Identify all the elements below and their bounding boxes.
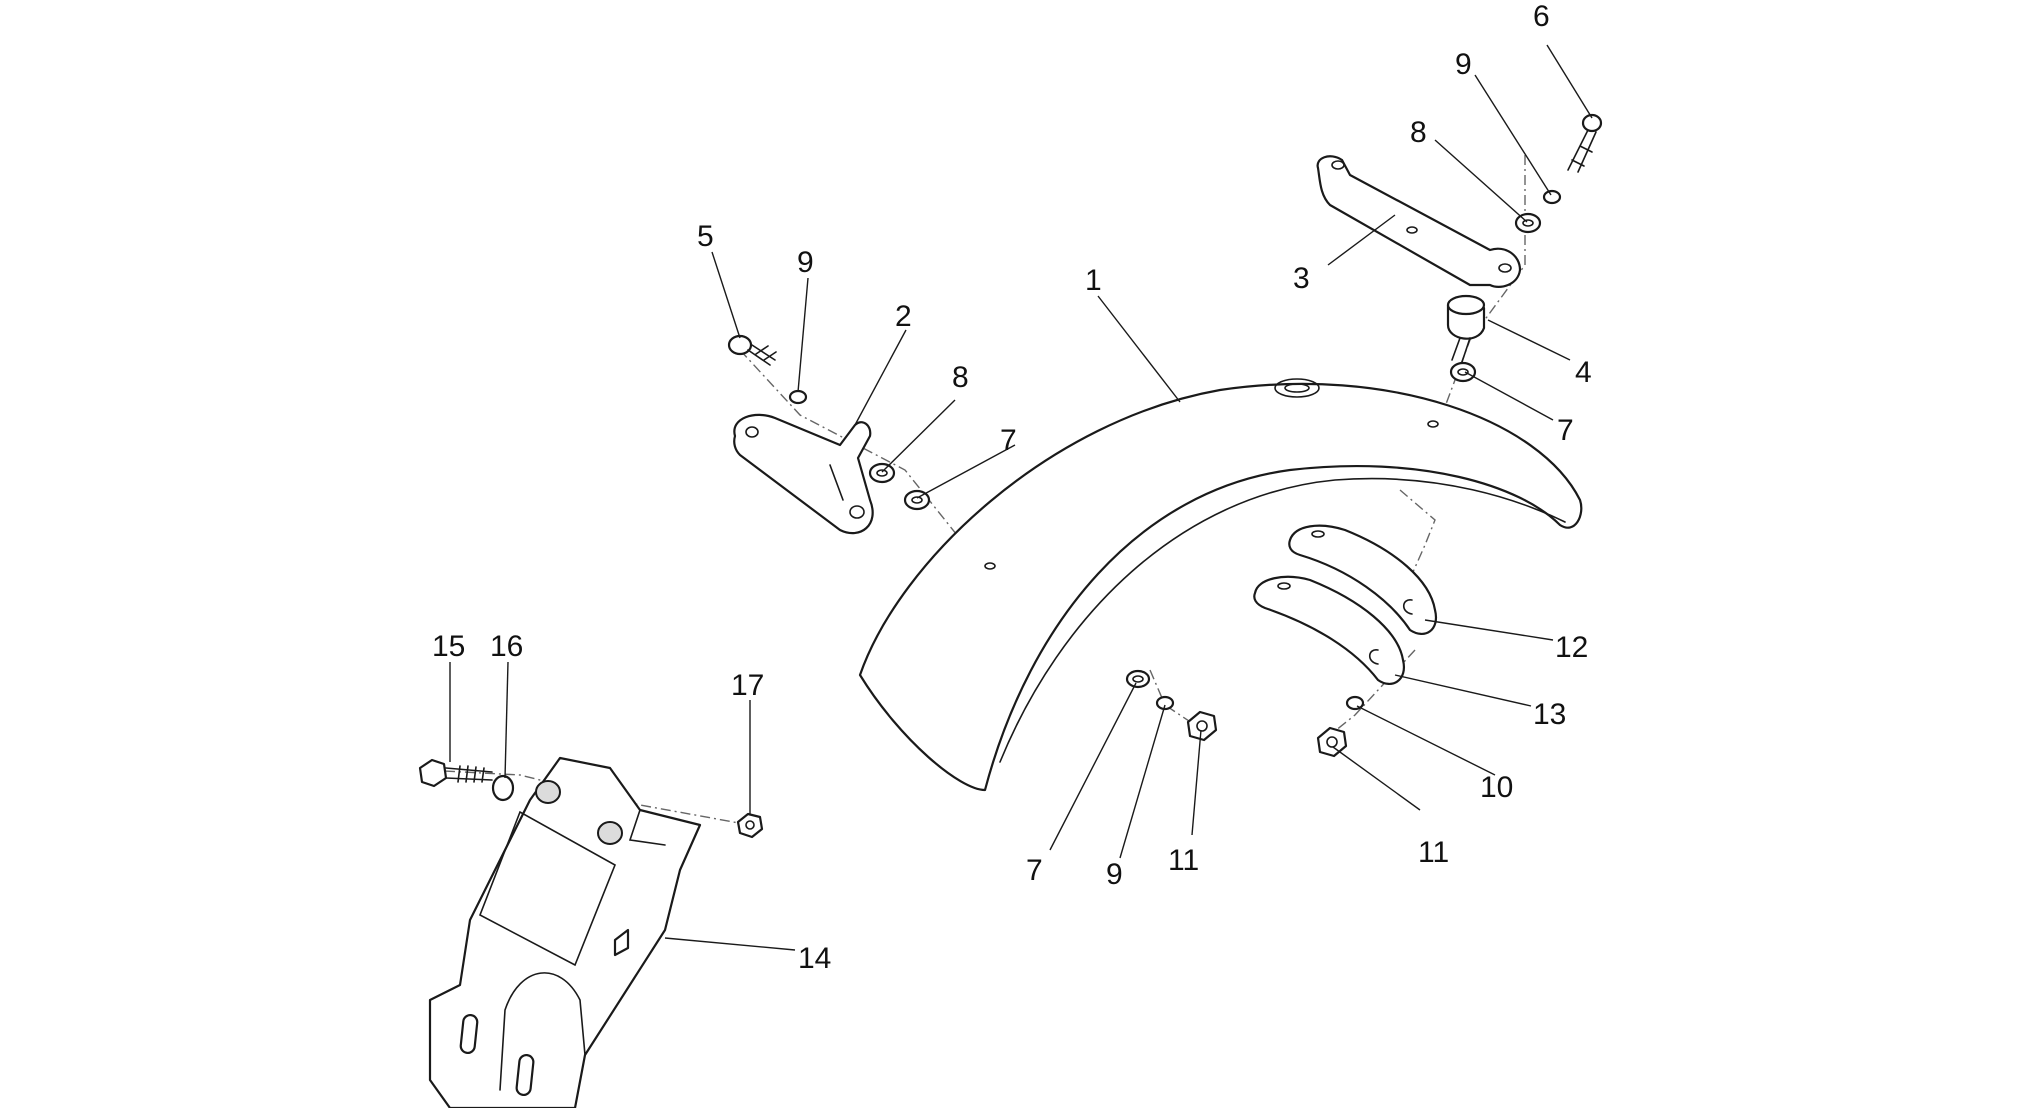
callout-7-right: 7 [1557, 414, 1574, 447]
rubber-spacer [1446, 294, 1486, 363]
callout-13: 13 [1533, 698, 1566, 731]
callout-16: 16 [490, 630, 523, 663]
left-screw [727, 334, 777, 366]
callout-labels: 1 2 3 4 5 6 7 7 7 8 8 9 9 9 10 11 11 12 … [432, 0, 1592, 975]
rear-fender [858, 378, 1583, 792]
left-bracket [733, 413, 874, 535]
washer-7-bottom [1125, 669, 1151, 689]
nuts [736, 710, 1348, 839]
callout-7-bottom: 7 [1026, 854, 1043, 887]
callout-8-right: 8 [1410, 116, 1427, 149]
callout-9-left: 9 [797, 246, 814, 279]
callout-11-left: 11 [1168, 844, 1199, 877]
callout-17: 17 [731, 669, 764, 702]
right-screw [1567, 113, 1603, 173]
washer-10 [1345, 695, 1365, 711]
washer-9-bottom [1155, 695, 1175, 711]
bolt-and-spacer [418, 758, 515, 802]
callout-12: 12 [1555, 631, 1588, 664]
washer-9-left [788, 389, 808, 405]
license-plate-holder [428, 756, 702, 1108]
leader-lines [449, 44, 1593, 951]
washer-9-right [1542, 189, 1562, 205]
callout-6: 6 [1533, 0, 1550, 33]
callout-9-bottom: 9 [1106, 858, 1123, 891]
callout-7-left: 7 [1000, 424, 1017, 457]
callout-2: 2 [895, 300, 912, 333]
callout-1: 1 [1085, 264, 1102, 297]
fender-struts [1253, 524, 1438, 685]
callout-14: 14 [798, 942, 831, 975]
callout-8-left: 8 [952, 361, 969, 394]
callout-10: 10 [1480, 771, 1513, 804]
washer-8-left [868, 462, 896, 484]
washer-8-right [1514, 212, 1542, 234]
callout-5: 5 [697, 220, 714, 253]
callout-9-right: 9 [1455, 48, 1472, 81]
callout-3: 3 [1293, 262, 1310, 295]
washer-7-right [1449, 361, 1477, 383]
callout-15: 15 [432, 630, 465, 663]
washers [788, 189, 1562, 711]
right-bracket [1316, 155, 1522, 288]
callout-11-right: 11 [1418, 836, 1449, 869]
callout-4: 4 [1575, 356, 1592, 389]
